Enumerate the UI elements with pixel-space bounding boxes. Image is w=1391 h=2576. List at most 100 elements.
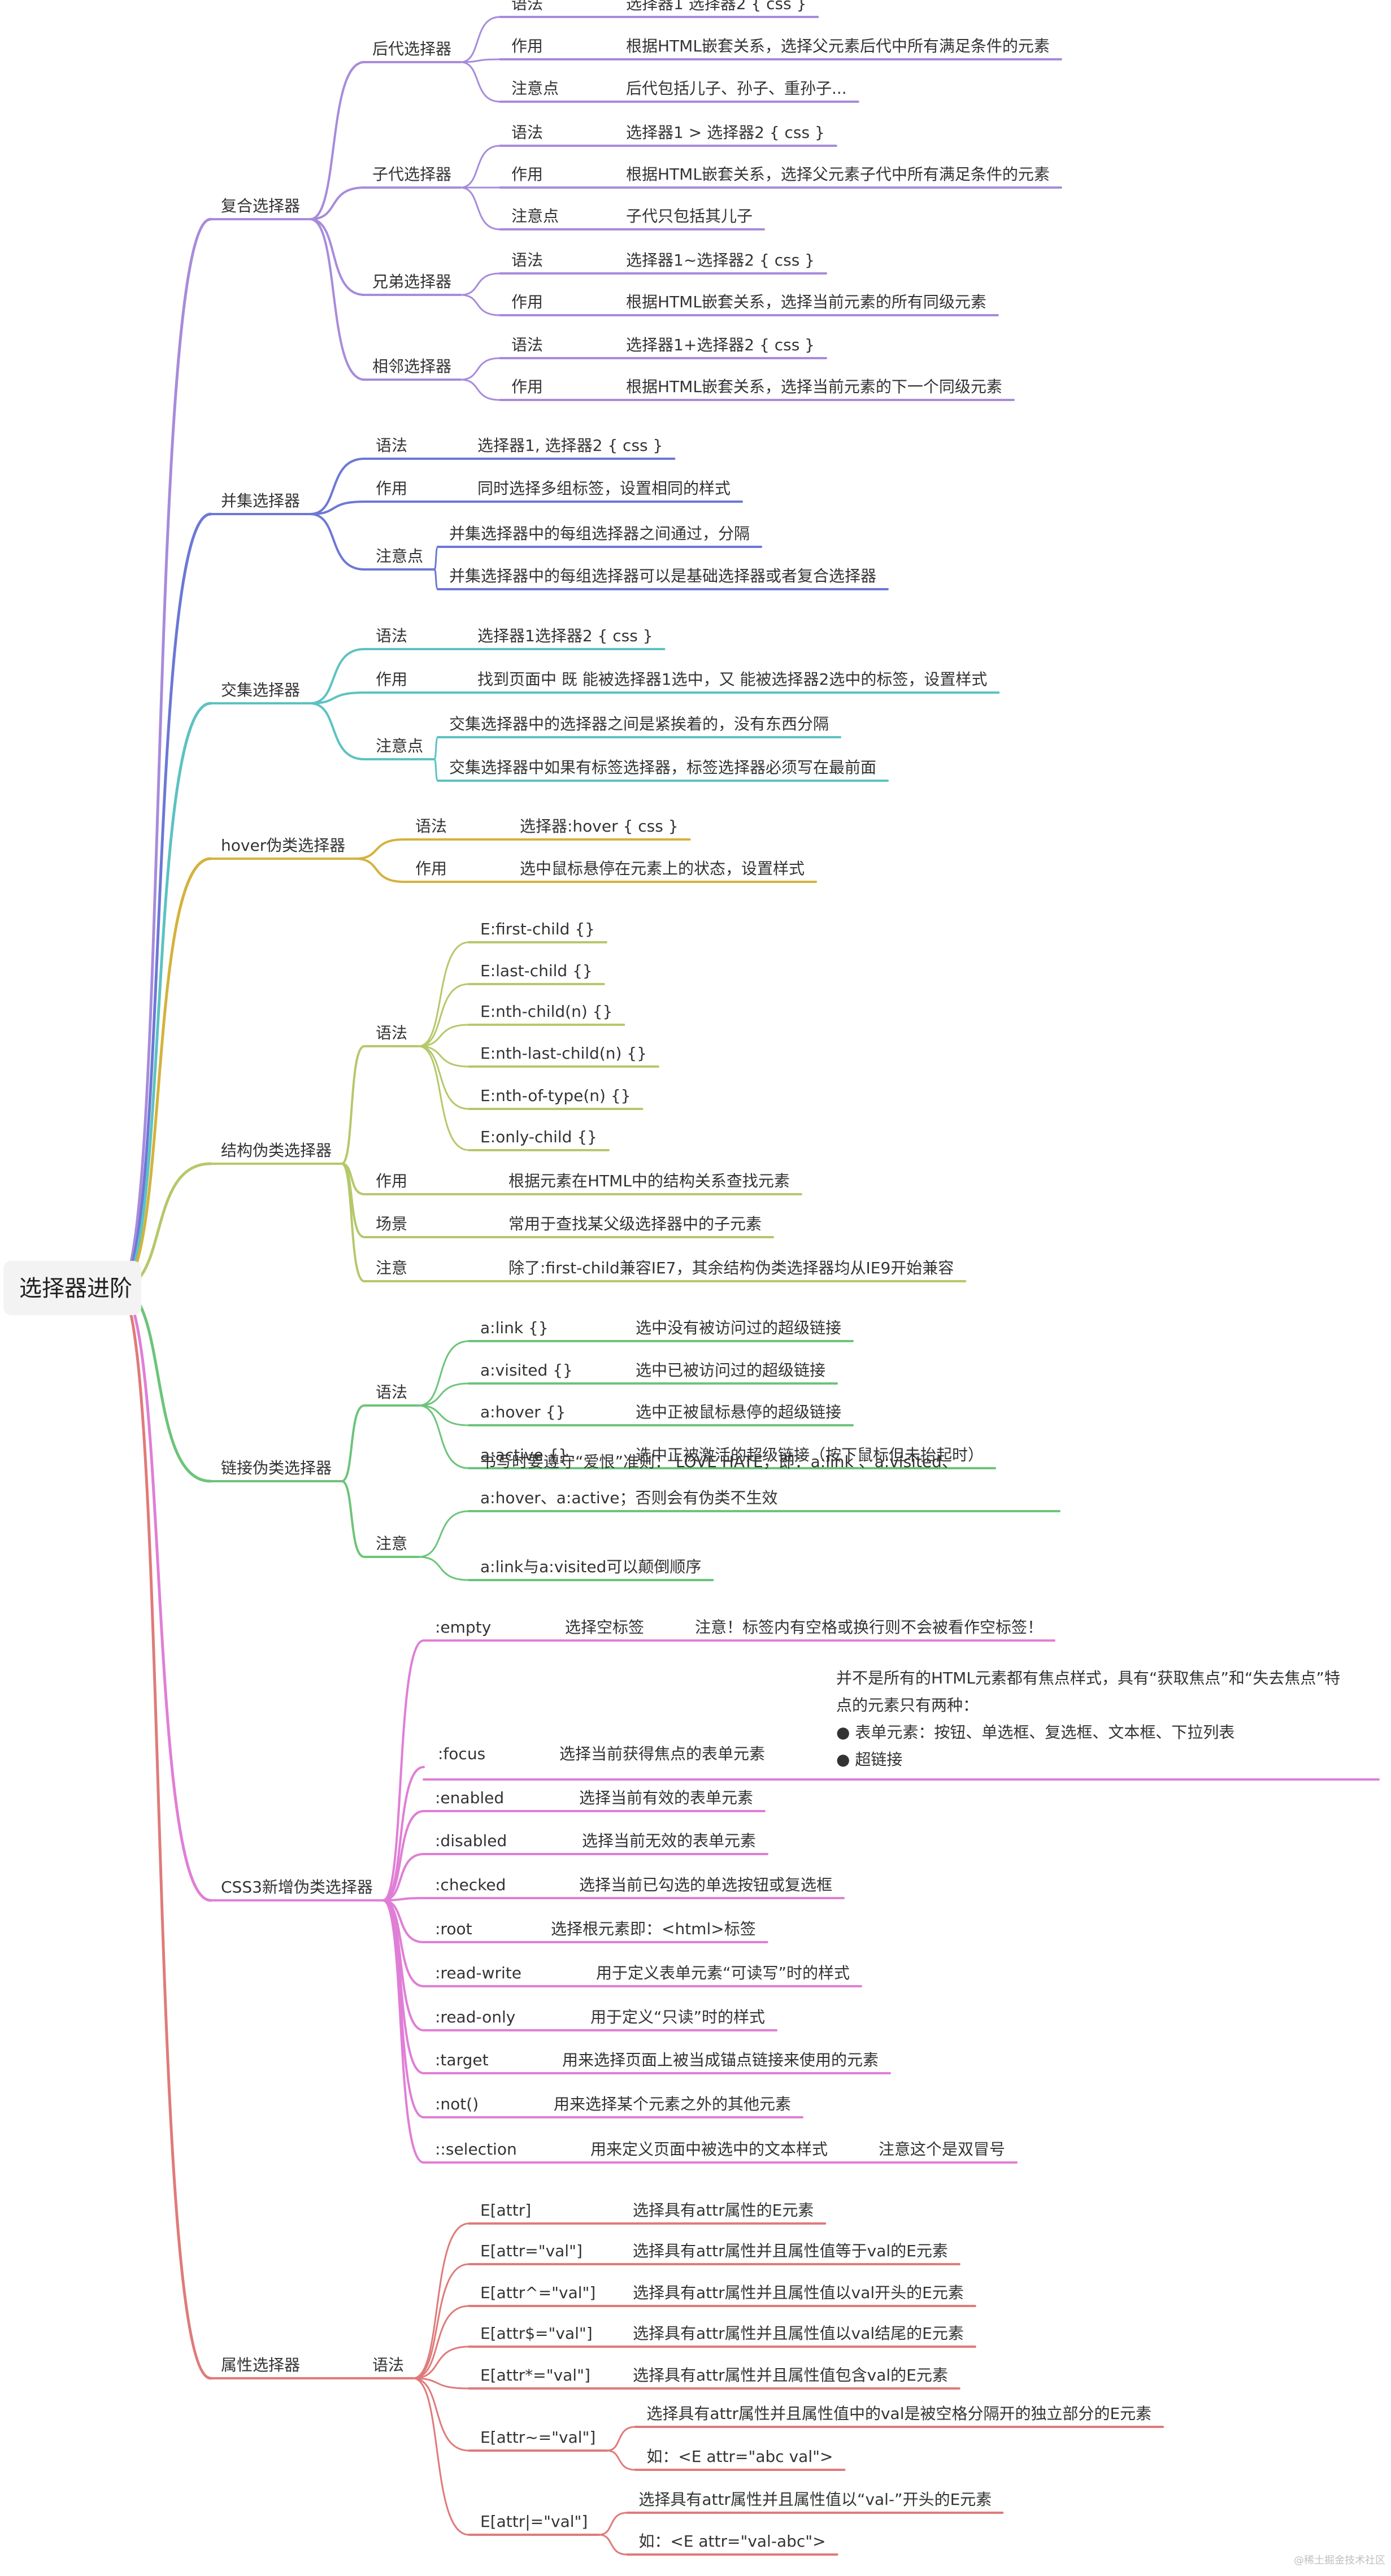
- node-label[interactable]: 注意点: [511, 79, 559, 98]
- node-value: 同时选择多组标签，设置相同的样式: [477, 479, 731, 498]
- node-label[interactable]: 语法: [376, 436, 407, 455]
- node-label[interactable]: 作用: [376, 670, 407, 689]
- node-label[interactable]: 作用: [511, 377, 543, 396]
- node-value: 选择具有attr属性并且属性值包含val的E元素: [633, 2366, 948, 2384]
- branch-7-label[interactable]: 属性选择器: [221, 2356, 300, 2374]
- node-detail: 并集选择器中的每组选择器可以是基础选择器或者复合选择器: [449, 567, 876, 585]
- sub-branch-label[interactable]: 相邻选择器: [372, 357, 451, 376]
- branch-1-label[interactable]: 并集选择器: [221, 491, 300, 510]
- node-label[interactable]: a:hover {}: [480, 1403, 566, 1421]
- node-detail: E:last-child {}: [480, 961, 593, 980]
- node-label[interactable]: E[attr~="val"]: [480, 2428, 595, 2447]
- node-label[interactable]: 作用: [415, 859, 447, 878]
- sub-branch-label[interactable]: 后代选择器: [372, 40, 451, 58]
- node-label[interactable]: :focus: [438, 1744, 485, 1763]
- node-label[interactable]: 注意点: [511, 207, 559, 225]
- node-label[interactable]: ::selection: [435, 2140, 517, 2159]
- node-detail: 书写时要遵守“爱恨”准则： LOVE HATE，即：a:link 、a:visi…: [480, 1452, 958, 1471]
- node-label[interactable]: E[attr="val"]: [480, 2242, 583, 2260]
- node-label[interactable]: 语法: [376, 1024, 407, 1042]
- sub-branch-label[interactable]: 语法: [372, 2356, 404, 2374]
- node-label[interactable]: 语法: [511, 0, 543, 13]
- node-value: 选择器1 > 选择器2 { css }: [626, 123, 825, 142]
- node-value: 选择空标签: [565, 1618, 644, 1637]
- node-value: 选择器1+选择器2 { css }: [626, 336, 815, 354]
- node-label[interactable]: 语法: [415, 817, 447, 836]
- node-value: 找到页面中 既 能被选择器1选中，又 能被选择器2选中的标签，设置样式: [477, 670, 987, 689]
- focus-note-line: 并不是所有的HTML元素都有焦点样式，具有“获取焦点”和“失去焦点”特: [836, 1669, 1340, 1687]
- node-label[interactable]: a:link {}: [480, 1319, 549, 1337]
- node-value: 选择具有attr属性并且属性值以val开头的E元素: [633, 2283, 964, 2302]
- node-value: 选中正被鼠标悬停的超级链接: [636, 1403, 841, 1421]
- node-detail: E:nth-child(n) {}: [480, 1002, 612, 1021]
- node-label[interactable]: 语法: [511, 336, 543, 354]
- node-label[interactable]: E[attr$="val"]: [480, 2324, 593, 2343]
- node-label[interactable]: 注意: [376, 1259, 407, 1277]
- node-value: 选择当前无效的表单元素: [582, 1831, 756, 1850]
- node-label[interactable]: a:visited {}: [480, 1361, 573, 1380]
- node-label[interactable]: 语法: [376, 626, 407, 645]
- node-label[interactable]: :root: [435, 1920, 472, 1938]
- node-label[interactable]: :enabled: [435, 1789, 504, 1807]
- node-label[interactable]: E[attr|="val"]: [480, 2512, 588, 2531]
- node-label[interactable]: E[attr]: [480, 2201, 531, 2220]
- node-label[interactable]: :read-only: [435, 2008, 515, 2026]
- node-label[interactable]: 注意: [376, 1534, 407, 1553]
- node-detail: a:link与a:visited可以颠倒顺序: [480, 1557, 701, 1576]
- node-value: 选择具有attr属性的E元素: [633, 2201, 814, 2220]
- node-label[interactable]: E[attr^="val"]: [480, 2283, 595, 2302]
- node-label[interactable]: 作用: [376, 479, 407, 498]
- node-value: 选择当前获得焦点的表单元素: [559, 1744, 765, 1763]
- node-value: 选择当前有效的表单元素: [579, 1789, 753, 1807]
- node-value: 除了:first-child兼容IE7，其余结构伪类选择器均从IE9开始兼容: [508, 1259, 954, 1277]
- node-label[interactable]: E[attr*="val"]: [480, 2366, 590, 2384]
- node-label[interactable]: :empty: [435, 1618, 491, 1637]
- branch-3-label[interactable]: hover伪类选择器: [221, 836, 345, 855]
- node-value: 根据HTML嵌套关系，选择当前元素的所有同级元素: [626, 293, 986, 311]
- node-label[interactable]: :not(): [435, 2095, 479, 2113]
- branch-5-label[interactable]: 链接伪类选择器: [221, 1459, 332, 1477]
- node-value: 选中没有被访问过的超级链接: [636, 1319, 841, 1337]
- node-value: 选择具有attr属性并且属性值等于val的E元素: [633, 2242, 948, 2260]
- node-label[interactable]: :checked: [435, 1876, 506, 1894]
- node-label[interactable]: :target: [435, 2051, 489, 2069]
- node-detail: 如：<E attr="val-abc">: [638, 2532, 825, 2551]
- root-node[interactable]: 选择器进阶: [19, 1276, 132, 1302]
- branch-0-label[interactable]: 复合选择器: [221, 197, 300, 215]
- node-label[interactable]: 场景: [376, 1215, 407, 1233]
- sub-branch-label[interactable]: 子代选择器: [372, 165, 451, 184]
- node-value: 常用于查找某父级选择器中的子元素: [508, 1215, 762, 1233]
- sub-branch-label[interactable]: 兄弟选择器: [372, 272, 451, 291]
- node-detail: 如：<E attr="abc val">: [646, 2447, 833, 2466]
- node-value: 选中已被访问过的超级链接: [636, 1361, 825, 1380]
- branch-6-label[interactable]: CSS3新增伪类选择器: [221, 1878, 373, 1896]
- node-detail: E:only-child {}: [480, 1128, 597, 1146]
- node-label[interactable]: :read-write: [435, 1964, 521, 1982]
- root-node-box: [3, 1261, 141, 1315]
- node-label[interactable]: 作用: [511, 37, 543, 55]
- node-value: 根据HTML嵌套关系，选择当前元素的下一个同级元素: [626, 377, 1002, 396]
- node-label[interactable]: 作用: [511, 165, 543, 184]
- node-value: 选择器1 选择器2 { css }: [626, 0, 806, 13]
- node-label[interactable]: 语法: [511, 123, 543, 142]
- node-label[interactable]: a:active {}: [480, 1446, 568, 1464]
- node-label[interactable]: 注意点: [376, 547, 423, 565]
- node-label[interactable]: :disabled: [435, 1831, 507, 1850]
- focus-note-line: ● 表单元素：按钮、单选框、复选框、文本框、下拉列表: [836, 1723, 1234, 1742]
- node-value: 子代只包括其儿子: [626, 207, 753, 225]
- node-label[interactable]: 作用: [511, 293, 543, 311]
- branch-2-label[interactable]: 交集选择器: [221, 681, 300, 699]
- node-value: 选择根元素即：<html>标签: [551, 1920, 756, 1938]
- node-label[interactable]: 注意点: [376, 737, 423, 755]
- node-label[interactable]: 作用: [376, 1172, 407, 1190]
- node-value: 选择当前已勾选的单选按钮或复选框: [579, 1876, 832, 1894]
- branch-4-label[interactable]: 结构伪类选择器: [221, 1141, 332, 1160]
- node-value: 选中正被激活的超级链接（按下鼠标但未抬起时）: [636, 1446, 984, 1464]
- node-label[interactable]: 语法: [376, 1383, 407, 1402]
- node-label[interactable]: 语法: [511, 251, 543, 269]
- node-detail: a:hover、a:active；否则会有伪类不生效: [480, 1489, 777, 1507]
- node-value: 用于定义表单元素“可读写”时的样式: [596, 1964, 850, 1982]
- node-detail: 选择具有attr属性并且属性值以“val-”开头的E元素: [638, 2490, 992, 2509]
- node-value: 选择器1选择器2 { css }: [477, 626, 653, 645]
